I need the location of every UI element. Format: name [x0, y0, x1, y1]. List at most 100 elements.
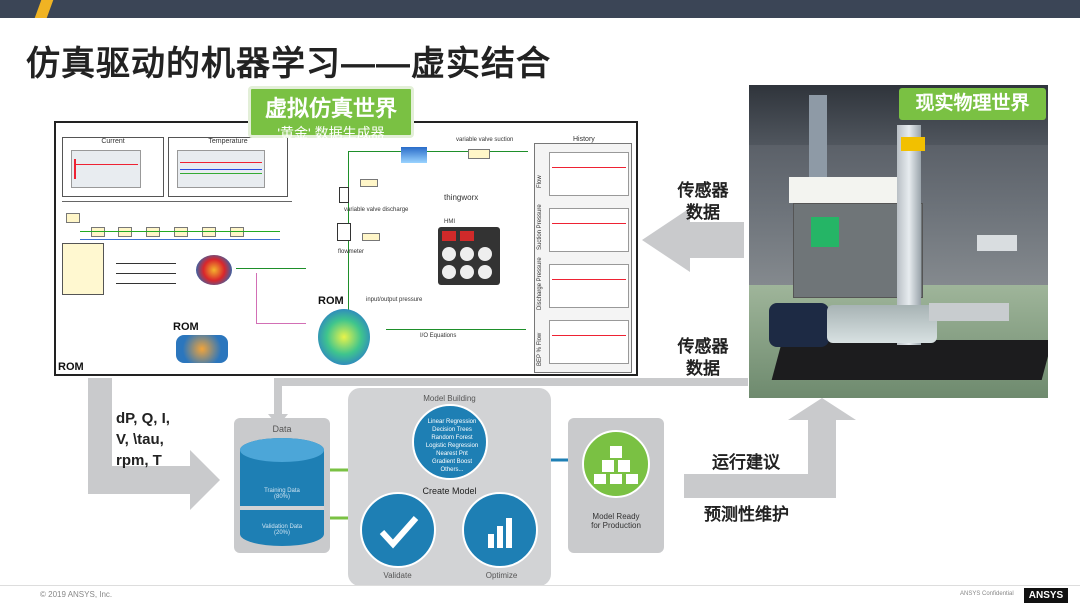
- data-box-title: Data: [272, 424, 292, 434]
- sensor-data-label-top: 传感器 数据: [677, 181, 729, 222]
- discharge-pipe: [929, 303, 1009, 321]
- wire: [116, 263, 176, 264]
- flowmeter-label: flowmeter: [338, 249, 365, 255]
- optimize-circle: [462, 492, 538, 568]
- sensor-data-label-bottom: 传感器 数据: [677, 337, 729, 378]
- separator: [62, 201, 292, 202]
- run-advice-label: 运行建议: [712, 453, 780, 472]
- gauge-icon: [442, 247, 456, 261]
- valve-suction-label: variable valve suction: [456, 137, 514, 143]
- history-plot-discharge: [549, 264, 629, 308]
- algorithms-circle: Linear Regression Decision Trees Random …: [412, 404, 488, 480]
- algorithm-item: Decision Trees: [432, 427, 472, 433]
- virtual-world-badge: 虚拟仿真世界 '黄金' 数据生成器: [248, 86, 414, 141]
- bar-chart-icon: [488, 518, 512, 548]
- wire: [80, 231, 280, 232]
- ansys-logo: ANSYS: [1024, 588, 1068, 603]
- rom-label-bottom: ROM: [58, 361, 84, 373]
- wire: [116, 273, 176, 274]
- hmi-panel: [438, 227, 500, 285]
- history-panel: History Flow Suction Pressure Discharge …: [534, 136, 632, 373]
- history-line: [552, 223, 626, 224]
- model-building-title: Model Building: [423, 394, 476, 403]
- hmi-label: HMI: [444, 219, 455, 225]
- database-divider: [240, 506, 324, 510]
- pump-rom-image: [318, 309, 370, 365]
- sensor-arrow: [642, 208, 744, 272]
- history-line: [552, 279, 626, 280]
- yellow-part: [901, 137, 925, 151]
- vfd-drive: [811, 217, 839, 247]
- current-chart-title: Current: [101, 138, 125, 145]
- variables-label: dP, Q, I, V, \tau, rpm, T: [116, 410, 170, 469]
- sensor-line: [274, 378, 748, 418]
- model-building-box: Model Building Linear Regression Decisio…: [348, 388, 551, 586]
- hmi-indicator: [460, 231, 474, 241]
- simulation-panel: Current Temperature ROM ROM ROM input/ou…: [54, 121, 638, 376]
- rom-label-motor: ROM: [173, 321, 199, 333]
- top-bar: [0, 0, 1080, 18]
- hmi-indicator: [442, 231, 456, 241]
- side-pipe: [977, 235, 1017, 251]
- physical-pump-photo: [749, 85, 1048, 398]
- sensor-image: [401, 147, 427, 163]
- history-plot-flow: [549, 152, 629, 196]
- block: [66, 213, 80, 223]
- block: [146, 227, 160, 237]
- block: [174, 227, 188, 237]
- check-icon: [379, 516, 419, 549]
- block: [468, 149, 490, 159]
- motor-rom-image: [196, 255, 232, 285]
- virtual-world-title: 虚拟仿真世界: [264, 96, 397, 121]
- validation-data-label: Validation Data (20%): [261, 524, 303, 536]
- feedback-arrow: [684, 398, 856, 498]
- wire: [348, 151, 349, 331]
- predictive-maintenance-label: 预测性维护: [704, 505, 789, 524]
- block: [91, 227, 105, 237]
- pipe: [809, 95, 827, 185]
- wire: [116, 283, 176, 284]
- cubes-icon: [594, 446, 638, 484]
- algorithm-list: Linear Regression Decision Trees Random …: [420, 418, 484, 474]
- gauge-icon: [460, 265, 474, 279]
- gauge-icon: [478, 265, 492, 279]
- algorithm-item: Nearest Pnt: [436, 451, 468, 457]
- data-box: Data Training Data (80%) Validation Data…: [234, 418, 330, 553]
- wire: [256, 273, 257, 323]
- history-plot-suction: [549, 208, 629, 252]
- wire: [256, 323, 306, 324]
- current-chart: Current: [62, 137, 164, 197]
- wire: [80, 239, 280, 240]
- cubes-circle: [582, 430, 650, 498]
- io-equations-label: I/O Equations: [420, 333, 457, 339]
- temperature-chart: Temperature: [168, 137, 288, 197]
- gauge-icon: [460, 247, 474, 261]
- flowmeter-icon: [337, 223, 351, 241]
- block: [360, 179, 378, 187]
- algorithm-item: Logistic Regression: [425, 443, 479, 449]
- block: [118, 227, 132, 237]
- algorithm-item: Random Forest: [431, 435, 473, 441]
- rom-image-2: [176, 335, 228, 363]
- temperature-chart-title: Temperature: [208, 138, 248, 145]
- valve-discharge-label: variable valve discharge: [344, 207, 409, 213]
- footer: [0, 585, 1080, 608]
- motor-block: [62, 243, 104, 295]
- validate-label: Validate: [383, 571, 412, 580]
- block: [202, 227, 216, 237]
- algorithm-item: Others...: [440, 467, 464, 473]
- block: [230, 227, 244, 237]
- variables-arrow: [88, 378, 220, 510]
- thingworx-logo: thingworx: [444, 193, 479, 202]
- slide-title: 仿真驱动的机器学习——虚实结合: [26, 45, 551, 83]
- wire: [236, 268, 306, 269]
- optimize-label: Optimize: [485, 571, 518, 580]
- production-title: Model Ready for Production: [591, 512, 641, 530]
- pump-body: [827, 305, 937, 343]
- production-box: Model Ready for Production: [568, 418, 664, 553]
- block: [362, 233, 380, 241]
- wire: [386, 329, 526, 330]
- algorithm-item: Linear Regression: [427, 419, 477, 425]
- gauge-icon: [442, 265, 456, 279]
- virtual-world-subtitle: '黄金' 数据生成器: [277, 125, 385, 141]
